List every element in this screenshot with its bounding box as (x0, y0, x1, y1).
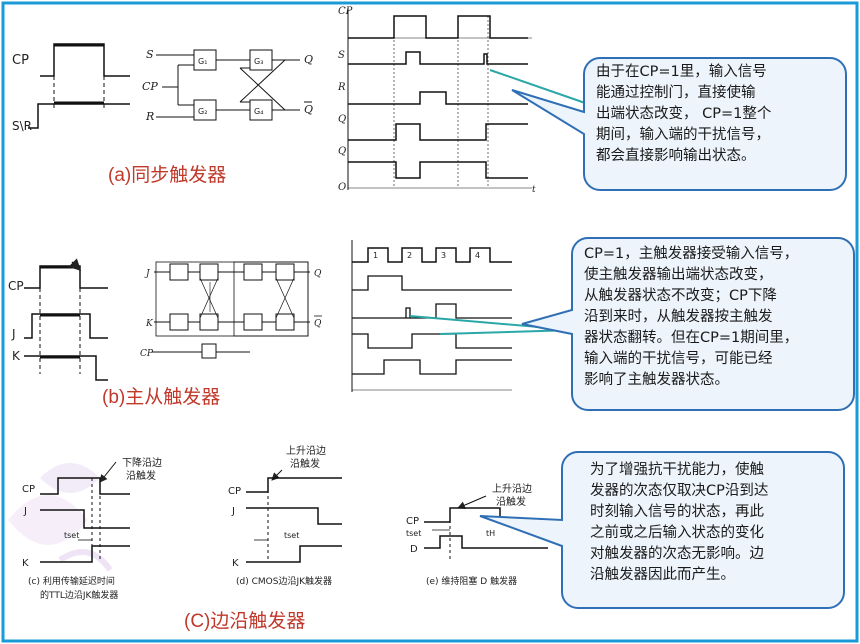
svg-text:G₂: G₂ (198, 107, 207, 116)
bubble-c (479, 451, 845, 609)
pulse-4: 4 (475, 251, 480, 260)
c1-caption-1: (c) 利用传输延迟时间 (28, 575, 115, 587)
circuit-b-qbar-label: Q (314, 319, 322, 329)
svg-text:G₁: G₁ (198, 57, 207, 66)
c2-j-label: J (231, 506, 235, 517)
section-c-diagram-1: 下降沿边 沿触发 CP J tset K (c) 利用传输延迟时间 的TTL边沿… (22, 456, 162, 601)
timing-a-cp-label: CP (338, 6, 353, 17)
c1-caption-2: 的TTL边沿JK触发器 (40, 589, 118, 601)
section-b-circuit: J K CP Q Q (140, 261, 322, 359)
c3-note-1: 上升沿边 (492, 483, 532, 495)
wave-b-k-label: K (12, 349, 21, 363)
bubble-a (511, 57, 847, 191)
section-c-diagram-2: 上升沿边 沿触发 CP J tset K (d) CMOS边沿JK触发器 (228, 445, 342, 587)
bubble-a-text: 由于在CP=1里，输入信号 能通过控制门，直接使输 出端状态改变， CP=1整个… (596, 64, 772, 164)
c2-cp-label: CP (228, 486, 241, 497)
bubble-b-text: CP=1，主触发器接受输入信号， 使主触发器输出端状态改变， 从触发器状态不改变… (584, 246, 799, 388)
section-a-waveforms: CP S\R (12, 43, 130, 133)
wave-b-cp-label: CP (8, 279, 24, 293)
circuit-a-cp-label: CP (142, 80, 158, 93)
c1-k-label: K (22, 558, 29, 569)
circuit-b-q-label: Q (314, 269, 322, 279)
section-c-label: (C)边沿触发器 (184, 610, 306, 632)
c3-th: tH (486, 529, 495, 538)
c3-note-2: 沿触发 (496, 495, 526, 508)
section-b-waveforms: CP J K (8, 258, 108, 381)
section-b-label: (b)主从触发器 (102, 386, 221, 408)
circuit-a-r-label: R (145, 110, 154, 123)
circuit-a-q-label: Q (304, 53, 313, 66)
section-a-label: (a)同步触发器 (108, 164, 227, 186)
section-a-circuit: S CP R G₁ G₂ G₃ G₄ Q Q (142, 48, 313, 123)
c2-caption-1: (d) CMOS边沿JK触发器 (236, 575, 332, 587)
pulse-2: 2 (407, 251, 412, 260)
pulse-1: 1 (373, 251, 378, 260)
timing-a-qbar-label: Q (338, 146, 346, 157)
circuit-a-s-label: S (146, 48, 154, 61)
circuit-b-cp-label: CP (140, 349, 154, 359)
wave-b-j-label: J (11, 327, 16, 341)
bubble-b (521, 237, 855, 411)
c2-note-2: 沿触发 (290, 457, 320, 470)
c1-tset: tset (64, 531, 79, 540)
timing-a-origin-label: O (338, 182, 346, 193)
c2-note-1: 上升沿边 (286, 445, 326, 457)
c3-tset: tset (406, 529, 421, 538)
wave-a-sr-label: S\R (12, 119, 32, 133)
c3-cp-label: CP (406, 516, 419, 527)
wave-a-cp-label: CP (12, 53, 29, 68)
circuit-b-j-label: J (144, 269, 151, 279)
pulse-3: 3 (441, 251, 446, 260)
c1-note-1: 下降沿边 (122, 456, 162, 469)
svg-text:G₄: G₄ (254, 107, 263, 116)
svg-text:G₃: G₃ (254, 57, 263, 66)
section-c-diagram-3: 上升沿边 沿触发 CP tset tH D (e) 维持阻塞 D 触发器 (406, 483, 548, 587)
section-b-timing-diagram: 1 2 3 4 (351, 240, 575, 392)
decorative-watermark (8, 463, 113, 572)
timing-a-r-label: R (337, 82, 346, 93)
circuit-b-k-label: K (145, 319, 154, 329)
section-a-timing-diagram: CP S R Q Q O t (337, 6, 589, 195)
c1-cp-label: CP (22, 484, 35, 495)
timing-a-t-label: t (532, 185, 536, 195)
c1-note-2: 沿触发 (126, 469, 156, 482)
timing-a-s-label: S (338, 50, 345, 61)
timing-a-q-label: Q (338, 114, 346, 125)
c2-tset: tset (284, 531, 299, 540)
bubble-c-text: 为了增强抗干扰能力，使触 发器的次态仅取决CP沿到达 时刻输入信号的状态，再此 … (590, 462, 769, 583)
circuit-a-qbar-label: Q (304, 103, 313, 116)
c3-d-label: D (410, 544, 418, 555)
c2-k-label: K (232, 558, 239, 569)
c1-j-label: J (23, 506, 27, 517)
c3-caption-1: (e) 维持阻塞 D 触发器 (426, 575, 517, 587)
